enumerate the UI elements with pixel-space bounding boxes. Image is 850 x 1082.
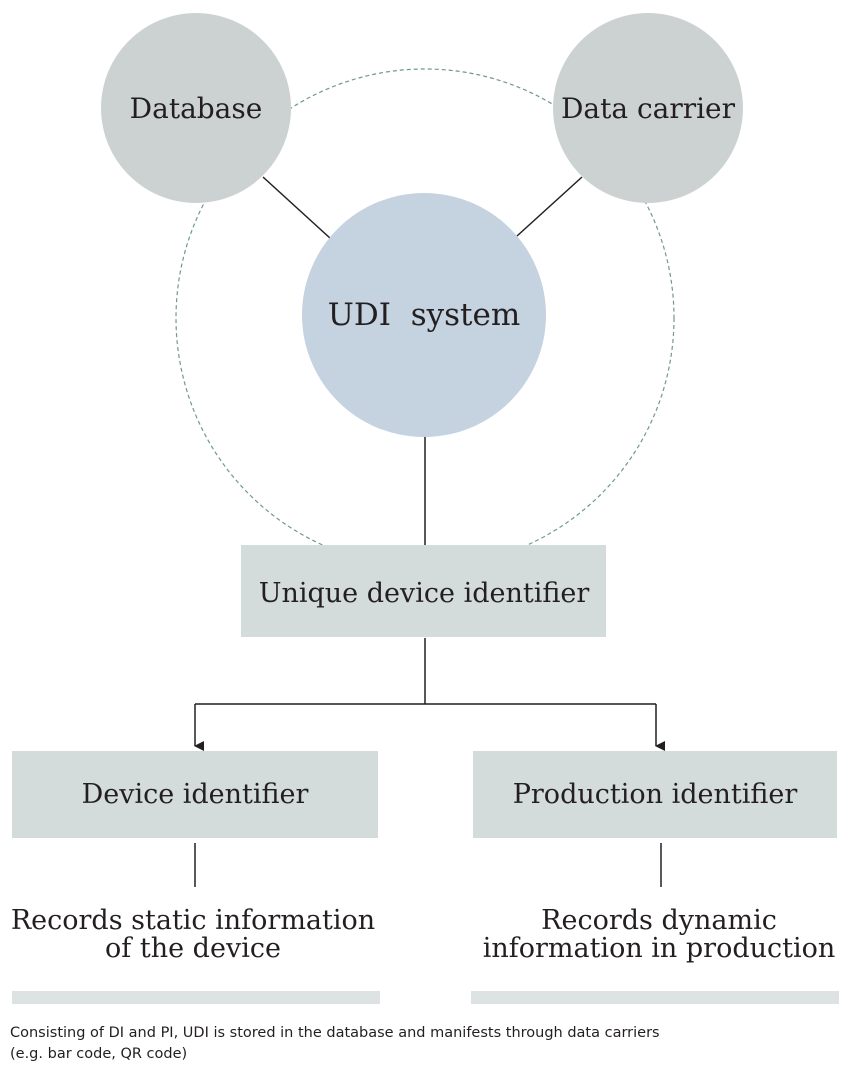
caption: Consisting of DI and PI, UDI is stored i… — [10, 1023, 840, 1065]
production-identifier-box — [473, 751, 837, 838]
caption-line-1: Consisting of DI and PI, UDI is stored i… — [10, 1025, 660, 1041]
production-description-line2: information in production — [483, 933, 836, 964]
data-carrier-circle — [553, 13, 743, 203]
device-description-line1: Records static information — [11, 905, 375, 936]
database-circle — [101, 13, 291, 203]
connector-carrier-udi — [516, 176, 583, 237]
production-underline-bar — [471, 991, 839, 1004]
connector-database-udi — [262, 176, 332, 240]
device-identifier-label: Device identifier — [82, 779, 309, 810]
unique-device-identifier-label: Unique device identifier — [259, 578, 590, 609]
database-label: Database — [130, 92, 263, 125]
device-identifier-box — [12, 751, 378, 838]
device-description-line2: of the device — [105, 933, 281, 964]
unique-device-identifier-box — [241, 545, 606, 637]
udi-system-circle — [302, 193, 546, 437]
caption-line-2: (e.g. bar code, QR code) — [10, 1046, 188, 1062]
production-description-line1: Records dynamic — [541, 905, 777, 936]
data-carrier-label: Data carrier — [561, 92, 736, 125]
orbit-dashed-circle — [175, 68, 675, 568]
udi-system-label: UDI system — [328, 297, 520, 333]
production-identifier-label: Production identifier — [513, 779, 798, 810]
device-underline-bar — [12, 991, 380, 1004]
